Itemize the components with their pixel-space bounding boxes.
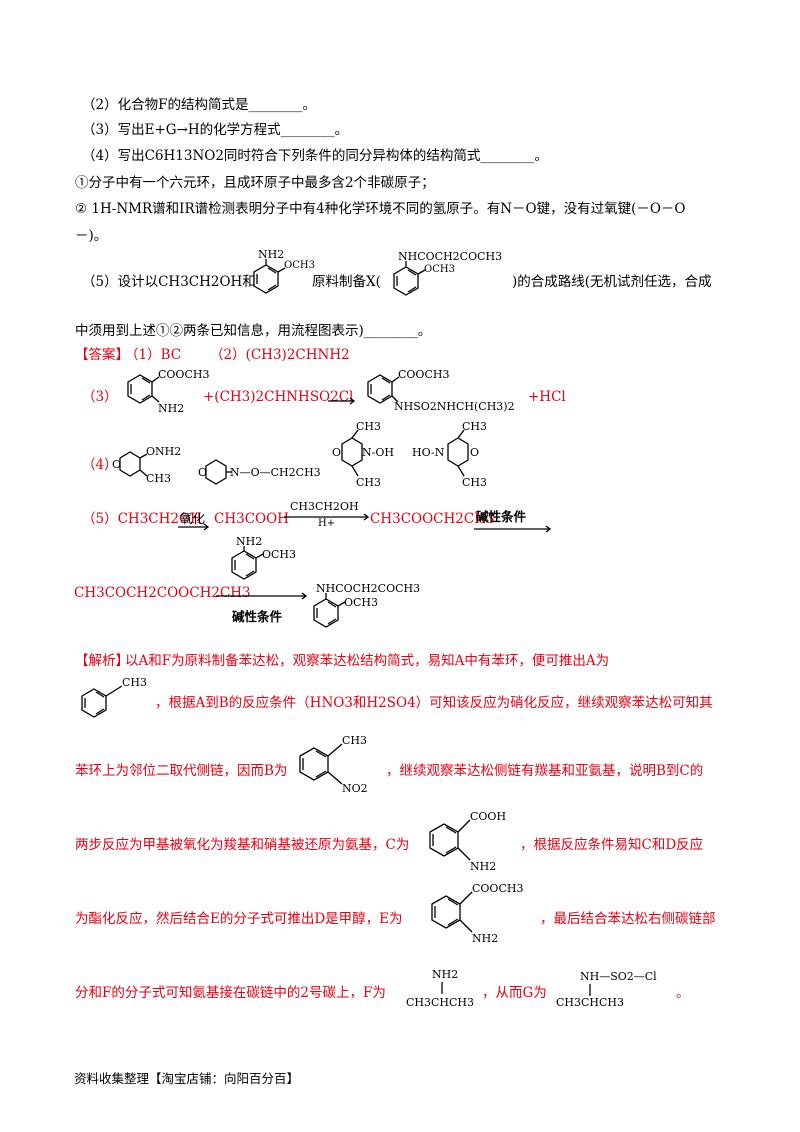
acid-catalyst: H+ <box>318 518 336 529</box>
question-5-continuation: 中须用到上述①②两条已知信息，用流程图表示)________。 <box>75 323 432 339</box>
isomer-1: O ONH2 CH3 <box>112 445 181 485</box>
footer-source: 资料收集整理【淘宝店铺：向阳百分百】 <box>74 1071 300 1086</box>
ethyl-acetate: CH3COOCH2CH3 <box>370 511 495 527</box>
och3-label-x: OCH3 <box>424 264 455 275</box>
analysis-p3a: 苯环上为邻位二取代侧链，因而B为 <box>75 763 288 779</box>
answer-3-prefix: （3） <box>82 389 118 405</box>
ch3-label-i4b: CH3 <box>462 476 487 489</box>
ch3chch3-label-g: CH3CHCH3 <box>556 996 624 1009</box>
answer-3-reagent: +(CH3)2CHNHSO2Cl <box>203 389 354 405</box>
answer-1: （1）BC <box>125 347 182 363</box>
cooh-label-c: COOH <box>470 810 506 823</box>
nh2-label-route: NH2 <box>236 535 262 548</box>
arrow-esterification <box>284 513 370 521</box>
analysis-p2: ，根据A到B的反应条件（HNO3和H2SO4）可知该反应为硝化反应，继续观察苯达… <box>155 695 713 711</box>
molecule-e-methyl-anthranilate: COOCH3 NH2 <box>431 882 523 945</box>
molecule-2-methoxyaniline: NH2 OCH3 <box>253 248 315 294</box>
ch3-label-i3b: CH3 <box>356 476 381 489</box>
molecule-a-toluene: CH3 <box>81 676 147 718</box>
molecule-f-isopropylamine: NH2 CH3CHCH3 <box>406 968 474 1009</box>
ch3-label-i4a: CH3 <box>462 420 487 433</box>
acetic-acid: CH3COOH <box>214 511 289 527</box>
molecule-b-nitrotoluene: CH3 NO2 <box>299 734 368 795</box>
oxidation-label: 氧化 <box>180 511 206 526</box>
nh-so2-cl-label: NH—SO2—Cl <box>580 970 657 983</box>
ring-oxygen-3: O <box>332 446 341 459</box>
reagent-aniline: NH2 OCH3 <box>231 535 296 580</box>
ho-n-label: HO-N <box>412 446 445 459</box>
arrow-oxidation <box>178 523 210 531</box>
molecule-g-sulfamoyl-chloride: NH—SO2—Cl CH3CHCH3 <box>556 970 657 1009</box>
ring-oxygen-2: O <box>198 466 207 479</box>
molecule-c-anthranilic-acid: COOH NH2 <box>429 810 506 873</box>
answer-5-start: （5）CH3CH2OH <box>82 511 202 527</box>
arrow-base-1 <box>474 525 552 533</box>
reaction-arrow-3 <box>328 397 356 405</box>
esterification-reagent: CH3CH2OH <box>290 500 359 513</box>
analysis-p3b: ，继续观察苯达松侧链有羰基和亚氨基，说明B到C的 <box>386 763 704 779</box>
analysis-p5a: 为酯化反应，然后结合E的分子式可推出D是甲醇，E为 <box>75 911 403 927</box>
ring-oxygen-4: O <box>470 446 479 459</box>
analysis-p6b: ，从而G为 <box>482 985 547 1001</box>
nhcoch2coch3-label-route: NHCOCH2COCH3 <box>316 582 420 595</box>
cooch3-label: COOCH3 <box>158 368 209 381</box>
nh2-label-f: NH2 <box>432 968 458 981</box>
nhcoch2coch3-label: NHCOCH2COCH3 <box>398 250 502 263</box>
question-5-start: （5）设计以CH3CH2OH和 <box>82 274 256 290</box>
ch3-label-a: CH3 <box>122 676 147 689</box>
isomer-3: O N-OH CH3 CH3 <box>332 420 394 489</box>
isomer-2: O N—O—CH2CH3 <box>198 459 321 485</box>
base-condition-label-2: 碱性条件 <box>232 609 283 624</box>
ch3chch3-label-f: CH3CHCH3 <box>406 996 474 1009</box>
question-4: （4）写出C6H13NO2同时符合下列条件的同分异构体的结构简式________… <box>82 148 548 164</box>
isomer-4: HO-N O CH3 CH3 <box>412 420 487 489</box>
analysis-p1: 以A和F为原料制备苯达松，观察苯达松结构简式，易知A中有苯环，便可推出A为 <box>125 653 610 669</box>
molecule-h-product: COOCH3 NHSO2NHCH(CH3)2 <box>367 368 515 413</box>
analysis-p6c: 。 <box>676 985 690 1001</box>
ch3-label-i1: CH3 <box>146 472 171 485</box>
base-condition-label: 碱性条件 <box>476 509 527 524</box>
question-5-middle: 原料制备X( <box>312 274 381 290</box>
answer-3-hcl: +HCl <box>528 389 566 405</box>
ch3-label-b: CH3 <box>342 734 367 747</box>
n-o-ethyl-label: N—O—CH2CH3 <box>230 466 321 479</box>
onh2-label: ONH2 <box>146 445 181 458</box>
och3-label: OCH3 <box>284 260 315 271</box>
condition-2-end: －)。 <box>75 228 108 244</box>
ring-oxygen-1: O <box>112 458 121 471</box>
condition-1: ①分子中有一个六元环，且成环原子中最多含2个非碳原子； <box>75 175 435 191</box>
cooch3-label-h: COOCH3 <box>398 368 449 381</box>
ethyl-acetoacetate: CH3COCH2COOCH2CH3 <box>74 585 251 601</box>
condition-2: ② 1H-NMR谱和IR谱检测表明分子中有4种化学环境不同的氢原子。有N－O键，… <box>75 201 686 217</box>
analysis-p6a: 分和F的分子式可知氨基接在碳链中的2号碳上，F为 <box>75 985 386 1001</box>
nh2-label: NH2 <box>258 248 284 261</box>
analysis-p5b: ，最后结合苯达松右侧碳链部 <box>540 911 716 927</box>
answer-4-prefix: （4） <box>82 457 118 473</box>
analysis-label: 【解析】 <box>75 653 129 669</box>
question-3: （3）写出E+G→H的化学方程式________。 <box>82 122 349 138</box>
och3-label-route: OCH3 <box>262 548 296 561</box>
n-oh-label: N-OH <box>362 446 394 459</box>
arrow-base-2 <box>216 592 308 600</box>
analysis-p4a: 两步反应为甲基被氧化为羧基和硝基被还原为氨基，C为 <box>75 837 410 853</box>
och3-label-x-route: OCH3 <box>344 596 378 609</box>
answer-label: 【答案】 <box>75 347 129 363</box>
molecule-x: NHCOCH2COCH3 OCH3 <box>393 250 502 296</box>
answer-2: （2）(CH3)2CHNH2 <box>210 347 350 363</box>
product-side-chain: NHSO2NHCH(CH3)2 <box>394 400 515 413</box>
nh2-label-e2: NH2 <box>472 932 498 945</box>
no2-label-b: NO2 <box>342 782 368 795</box>
cooch3-label-e: COOCH3 <box>472 882 523 895</box>
ch3-label-i3a: CH3 <box>356 420 381 433</box>
nh2-label-e: NH2 <box>158 402 184 415</box>
molecule-x-product: NHCOCH2COCH3 OCH3 <box>313 582 420 628</box>
analysis-p4b: ，根据反应条件易知C和D反应 <box>520 837 704 853</box>
question-5-end: )的合成路线(无机试剂任选，合成 <box>512 274 712 290</box>
question-2: （2）化合物F的结构简式是________。 <box>82 97 316 113</box>
molecule-e-reactant: COOCH3 NH2 <box>127 368 209 415</box>
nh2-label-c: NH2 <box>470 860 496 873</box>
